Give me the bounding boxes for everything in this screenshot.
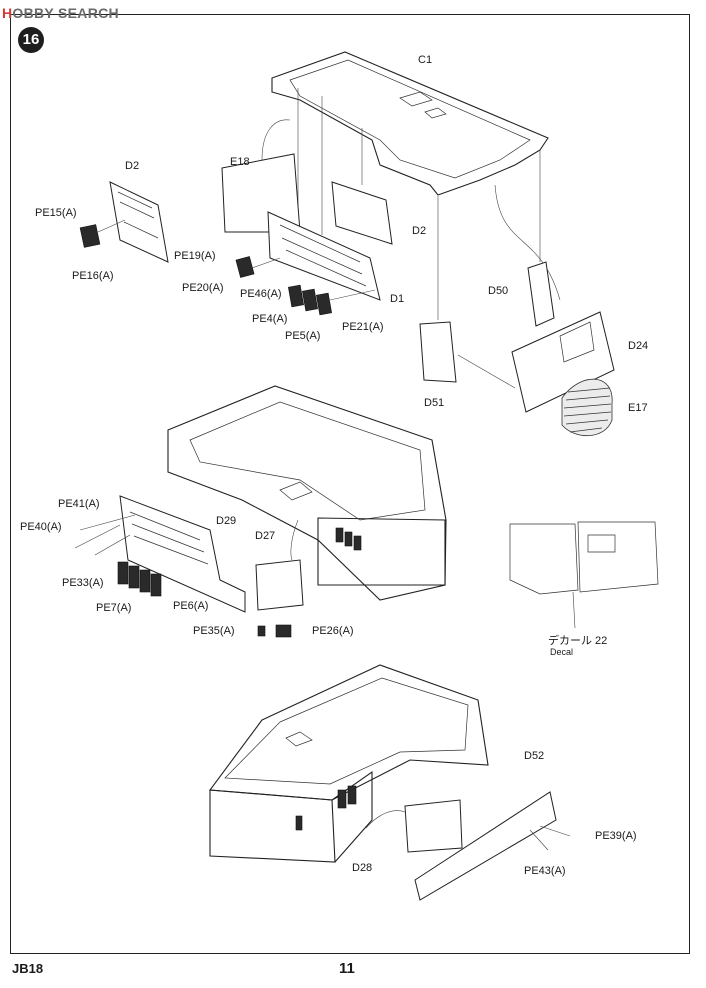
label-d24: D24 — [628, 340, 649, 352]
label-pe4: PE4(A) — [252, 313, 288, 325]
label-pe19: PE19(A) — [174, 250, 216, 262]
label-pe21: PE21(A) — [342, 321, 384, 333]
label-pe33: PE33(A) — [62, 577, 104, 589]
part-e17-grille — [561, 378, 613, 437]
label-d2-right: D2 — [412, 225, 427, 237]
part-c1-roof — [271, 51, 549, 196]
watermark-text: OBBY SEARCH — [12, 5, 119, 21]
part-d2-right-panel — [331, 181, 393, 245]
label-d50: D50 — [488, 285, 509, 297]
watermark-logo: H — [2, 5, 13, 21]
label-pe5: PE5(A) — [285, 330, 321, 342]
label-pe41: PE41(A) — [58, 498, 100, 510]
label-pe7: PE7(A) — [96, 602, 132, 614]
label-pe20: PE20(A) — [182, 282, 224, 294]
label-d52: D52 — [524, 750, 545, 762]
label-e17: E17 — [628, 402, 648, 414]
part-d27 — [255, 519, 304, 638]
part-d51 — [419, 321, 457, 383]
page-number: 11 — [339, 960, 355, 977]
decal-inset — [509, 521, 659, 629]
watermark: HOBBY SEARCH — [2, 5, 119, 21]
part-d29 — [74, 495, 246, 613]
step-number-badge: 16 — [18, 27, 44, 53]
bottom-hull-assembly — [208, 664, 489, 863]
label-decal-en: Decal — [550, 647, 574, 657]
label-d2-left: D2 — [125, 160, 140, 172]
label-e18: E18 — [230, 156, 250, 168]
label-pe46: PE46(A) — [240, 288, 282, 300]
label-d28: D28 — [352, 862, 373, 874]
part-d52 — [414, 791, 557, 901]
part-d24 — [511, 311, 615, 413]
label-pe26: PE26(A) — [312, 625, 354, 637]
part-d2-left-panel — [79, 181, 169, 263]
label-decal-jp: デカール 22 — [548, 635, 608, 647]
label-pe35: PE35(A) — [193, 625, 235, 637]
label-d29: D29 — [216, 515, 237, 527]
part-d50 — [527, 261, 555, 327]
part-d28 — [365, 799, 463, 853]
footer-code: JB18 — [12, 961, 44, 976]
label-pe6: PE6(A) — [173, 600, 209, 612]
label-d27: D27 — [255, 530, 276, 542]
label-c1: C1 — [418, 54, 433, 66]
label-pe39: PE39(A) — [595, 830, 637, 842]
middle-hull-assembly — [167, 385, 447, 601]
label-pe40: PE40(A) — [20, 521, 62, 533]
page-frame — [10, 14, 690, 954]
label-pe15: PE15(A) — [35, 207, 77, 219]
part-d1-side-panel — [235, 211, 381, 316]
label-d51: D51 — [424, 397, 445, 409]
label-pe16: PE16(A) — [72, 270, 114, 282]
label-d1: D1 — [390, 293, 405, 305]
label-pe43: PE43(A) — [524, 865, 566, 877]
